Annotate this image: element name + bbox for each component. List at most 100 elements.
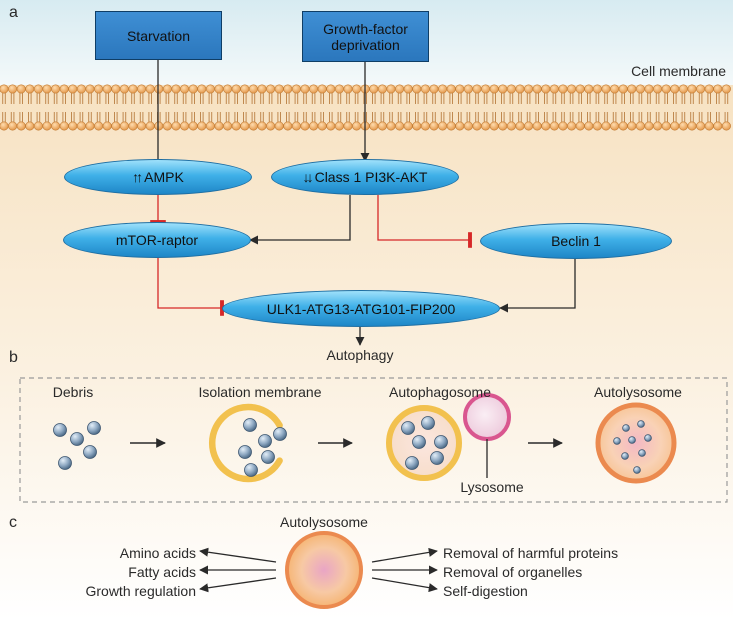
membrane-head	[575, 84, 585, 94]
beclin-label: Beclin 1	[551, 233, 601, 249]
particle	[430, 451, 444, 465]
membrane-head	[283, 84, 293, 94]
membrane-head	[721, 121, 731, 131]
membrane-head	[610, 84, 620, 94]
membrane-head	[687, 84, 697, 94]
membrane-head	[257, 84, 267, 94]
ulk-complex-node: ULK1-ATG13-ATG101-FIP200	[222, 290, 500, 327]
membrane-head	[8, 84, 18, 94]
membrane-head	[481, 121, 491, 131]
outcome-removal-organelles: Removal of organelles	[443, 564, 583, 580]
panel-label-b: b	[9, 349, 18, 366]
growth-factor-label-line2: deprivation	[331, 36, 400, 53]
membrane-head	[197, 84, 207, 94]
membrane-head	[266, 84, 276, 94]
membrane-head	[395, 121, 405, 131]
membrane-head	[472, 84, 482, 94]
particle	[613, 437, 621, 445]
membrane-head	[721, 84, 731, 94]
membrane-head	[214, 121, 224, 131]
particle	[622, 424, 630, 432]
membrane-head	[558, 121, 568, 131]
membrane-head	[661, 84, 671, 94]
starvation-box: Starvation	[95, 11, 222, 60]
membrane-head	[317, 121, 327, 131]
particle	[621, 452, 629, 460]
membrane-head	[334, 84, 344, 94]
membrane-head	[567, 84, 577, 94]
particle	[244, 463, 258, 477]
membrane-head	[85, 121, 95, 131]
particle	[70, 432, 84, 446]
debris-particles	[53, 421, 101, 470]
membrane-head	[446, 121, 456, 131]
pi3k-decrease-icon: ↓↓	[302, 169, 314, 185]
particle	[258, 434, 272, 448]
membrane-head	[386, 121, 396, 131]
membrane-head	[102, 121, 112, 131]
arrow-growth-regulation	[199, 577, 277, 593]
membrane-head	[644, 84, 654, 94]
membrane-head	[489, 121, 499, 131]
membrane-head	[670, 84, 680, 94]
membrane-head	[274, 84, 284, 94]
membrane-head	[369, 121, 379, 131]
particle	[243, 418, 257, 432]
membrane-head	[162, 121, 172, 131]
membrane-head	[205, 121, 215, 131]
arrow-removal-harmful-proteins	[371, 547, 438, 563]
membrane-head	[111, 84, 121, 94]
membrane-head	[0, 121, 9, 131]
debris-label: Debris	[52, 384, 94, 400]
outcome-removal-harmful-proteins: Removal of harmful proteins	[443, 545, 619, 561]
ampk-increase-icon: ↑↑	[132, 169, 143, 185]
membrane-head	[558, 84, 568, 94]
membrane-head	[403, 121, 413, 131]
beclin-to-ulk-arrow	[499, 258, 576, 313]
membrane-head	[197, 121, 207, 131]
membrane-head	[713, 84, 723, 94]
membrane-head	[51, 84, 61, 94]
membrane-head	[59, 84, 69, 94]
membrane-head	[76, 121, 86, 131]
membrane-head	[162, 84, 172, 94]
membrane-head	[223, 121, 233, 131]
membrane-head	[532, 84, 542, 94]
membrane-head	[481, 84, 491, 94]
pi3k-akt-node: ↓↓ Class 1 PI3K-AKT	[271, 159, 459, 195]
particle	[261, 450, 275, 464]
membrane-head	[532, 121, 542, 131]
membrane-head	[592, 121, 602, 131]
autolysosome-label: Autolysosome	[594, 384, 682, 400]
membrane-head	[644, 121, 654, 131]
particle	[53, 423, 67, 437]
membrane-head	[51, 121, 61, 131]
particle	[412, 435, 426, 449]
membrane-head	[188, 84, 198, 94]
beclin-node: Beclin 1	[480, 223, 672, 259]
membrane-head	[670, 121, 680, 131]
particle	[434, 435, 448, 449]
particle	[83, 445, 97, 459]
growth-factor-box: Growth-factor deprivation	[302, 11, 429, 62]
membrane-head	[352, 84, 362, 94]
membrane-head	[94, 84, 104, 94]
membrane-head	[575, 121, 585, 131]
particle	[633, 466, 641, 474]
membrane-head	[291, 121, 301, 131]
particle	[644, 434, 652, 442]
membrane-head	[326, 121, 336, 131]
membrane-head	[180, 84, 190, 94]
membrane-head	[541, 121, 551, 131]
membrane-head	[429, 84, 439, 94]
membrane-head	[584, 84, 594, 94]
membrane-head	[618, 121, 628, 131]
membrane-head	[154, 84, 164, 94]
particle	[421, 416, 435, 430]
membrane-head	[248, 84, 258, 94]
ampk-node: ↑↑ AMPK	[64, 159, 252, 195]
outcome-autolysosome-label: Autolysosome	[280, 514, 368, 530]
membrane-head	[214, 84, 224, 94]
membrane-head	[145, 84, 155, 94]
membrane-head	[257, 121, 267, 131]
